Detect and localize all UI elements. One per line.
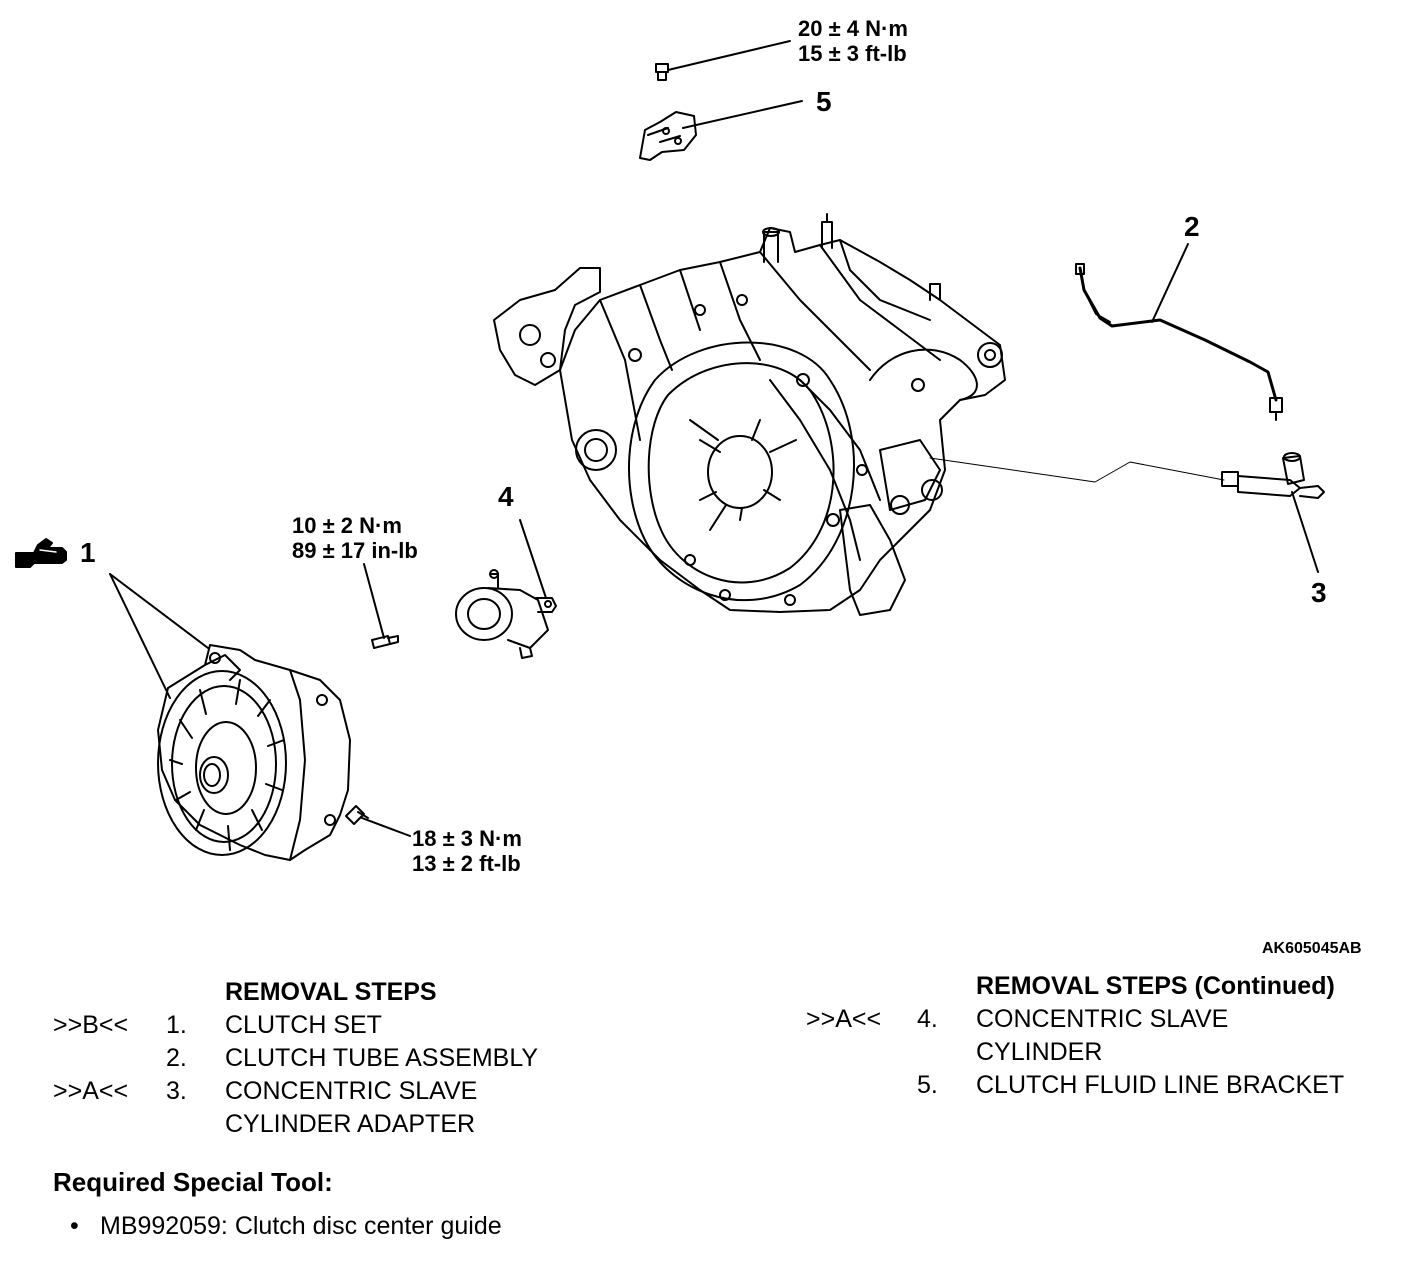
torque-nm: 10 ± 2 N·m: [292, 513, 402, 538]
part-3-concentric-slave-cylinder-adapter: [1221, 452, 1325, 499]
step-number: 5.: [917, 1071, 938, 1099]
removal-steps-right: REMOVAL STEPS (Continued) >>A<< 4. CONCE…: [800, 970, 1400, 1110]
slave-cylinder-bolt: [371, 635, 399, 649]
leader-part-3: [1291, 491, 1319, 573]
torque-ftlb: 15 ± 3 ft-lb: [798, 41, 907, 66]
bracket-bolt: [655, 63, 669, 81]
callout-1: 1: [80, 537, 96, 568]
torque-inlb: 89 ± 17 in-lb: [292, 538, 418, 563]
step-text: CONCENTRIC SLAVE: [976, 1005, 1229, 1033]
exploded-view-diagram: [15, 40, 1325, 861]
figure-id: AK605045AB: [1262, 940, 1362, 957]
part-5-clutch-fluid-line-bracket: [639, 111, 697, 161]
part-2-clutch-tube-assembly: [1075, 263, 1283, 421]
special-tool-item: MB992059: Clutch disc center guide: [100, 1212, 502, 1240]
removal-steps-heading: REMOVAL STEPS: [225, 978, 437, 1006]
step-ref: >>A<<: [53, 1077, 129, 1105]
leader-bracket-bolt: [667, 40, 791, 71]
callout-4: 4: [498, 481, 514, 512]
torque-nm: 20 ± 4 N·m: [798, 16, 908, 41]
step-number: 1.: [166, 1011, 187, 1039]
step-number: 2.: [166, 1044, 187, 1072]
transaxle-assembly: [493, 213, 1006, 616]
leader-part-1-cover: [109, 573, 209, 649]
leader-part-1-disc: [109, 573, 171, 699]
clutch-cover-bolt: [345, 805, 369, 825]
callout-5: 5: [816, 86, 832, 117]
step-text: CONCENTRIC SLAVE: [225, 1077, 478, 1105]
special-tool-title: Required Special Tool:: [53, 1167, 333, 1197]
step-text: CLUTCH FLUID LINE BRACKET: [976, 1071, 1345, 1099]
torque-clutch-cover-bolt: 18 ± 3 N·m 13 ± 2 ft-lb: [412, 826, 522, 876]
step-number: 3.: [166, 1077, 187, 1105]
step-text-continued: CYLINDER: [976, 1038, 1103, 1066]
torque-ftlb: 13 ± 2 ft-lb: [412, 851, 521, 876]
torque-bracket-bolt: 20 ± 4 N·m 15 ± 3 ft-lb: [798, 16, 908, 66]
leader-part-5: [682, 100, 803, 129]
step-number: 4.: [917, 1005, 938, 1033]
leader-slave-bolt: [363, 563, 385, 639]
step-text: CLUTCH SET: [225, 1011, 382, 1039]
removal-steps-left: REMOVAL STEPS >>B<< 1. CLUTCH SET 2. CLU…: [0, 976, 700, 1146]
special-tool-icon: [15, 538, 67, 568]
leader-part-4: [519, 519, 547, 599]
hidden-line-adapter: [929, 457, 1225, 483]
torque-nm: 18 ± 3 N·m: [412, 826, 522, 851]
step-text-continued: CYLINDER ADAPTER: [225, 1110, 476, 1138]
removal-steps-continued-heading: REMOVAL STEPS (Continued): [976, 972, 1335, 1000]
callout-2: 2: [1184, 211, 1200, 242]
step-ref: >>B<<: [53, 1011, 129, 1039]
special-tool-bullet: •: [70, 1212, 79, 1240]
step-ref: >>A<<: [806, 1005, 882, 1033]
part-1-clutch-set: [157, 644, 351, 861]
callout-3: 3: [1311, 577, 1327, 608]
step-text: CLUTCH TUBE ASSEMBLY: [225, 1044, 539, 1072]
torque-slave-cylinder-bolt: 10 ± 2 N·m 89 ± 17 in-lb: [292, 513, 418, 563]
leader-part-2: [1151, 243, 1189, 323]
leader-cover-bolt: [361, 817, 411, 837]
